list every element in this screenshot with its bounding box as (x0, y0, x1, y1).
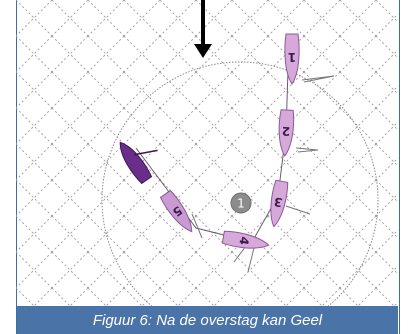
mark-label: 1 (237, 197, 245, 211)
boat-position-4: 4 (221, 230, 270, 249)
zone-circle (101, 61, 379, 306)
boat-label-2: 2 (282, 124, 291, 138)
boat-position-3: 3 (270, 179, 289, 228)
wind-arrow-icon (194, 0, 212, 58)
boat-label-1: 1 (288, 50, 296, 64)
boat-position-1: 1 (284, 33, 300, 85)
boat-position-6 (119, 141, 158, 185)
mark-buoy: 1 (230, 192, 252, 214)
boat-label-3: 3 (273, 194, 284, 209)
boat-label-4: 4 (236, 235, 251, 246)
figure-caption: Figuur 6: Na de overstag kan Geel (17, 306, 398, 334)
boat-position-5: 5 (159, 189, 193, 233)
sailing-diagram: 1 1 2 3 4 5 (16, 0, 398, 306)
sail-lines (191, 75, 335, 273)
boat-position-2: 2 (278, 109, 295, 157)
